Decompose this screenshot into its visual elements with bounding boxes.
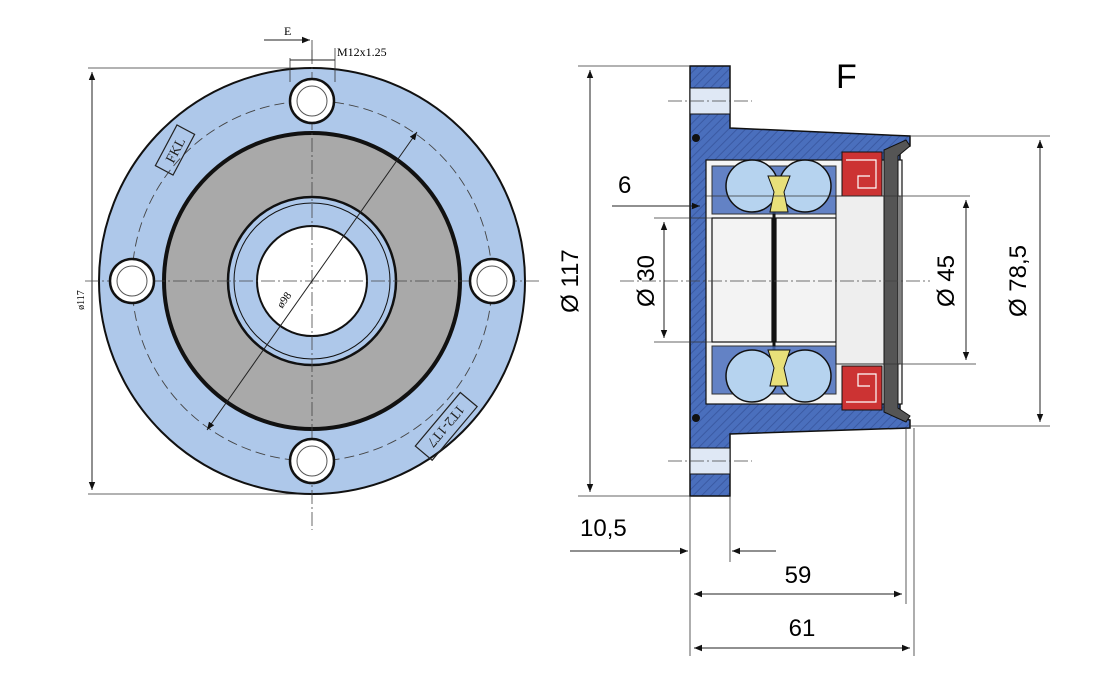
inner-ring-left [711, 217, 773, 343]
label-e: E [284, 24, 291, 38]
view-label: F [836, 58, 857, 96]
dim-785-label: Ø 78,5 [1005, 245, 1032, 317]
ball-top-left [725, 159, 779, 213]
dim-6-label: 6 [618, 172, 631, 199]
front-outer-dia-label: ø117 [76, 290, 87, 310]
bolt-hole-top [288, 77, 336, 125]
dim-59-label: 59 [785, 562, 812, 589]
inner-ring-right [775, 217, 837, 343]
cage-top [767, 175, 791, 213]
seal-top [841, 151, 883, 197]
dim-line-bolt-circle [206, 131, 418, 431]
bolt-hole-right [468, 257, 516, 305]
bolt-hole-left [108, 257, 156, 305]
bolt-hole-bottom [288, 437, 336, 485]
oring-bottom [692, 414, 700, 422]
section-view: F [557, 58, 1050, 656]
dim-117-label: Ø 117 [557, 249, 584, 313]
dim-30-label: Ø 30 [633, 255, 660, 307]
front-view: ø117 ø98 [76, 24, 540, 530]
cage-bottom [767, 349, 791, 387]
dim-45-label: Ø 45 [933, 255, 960, 307]
dim-105-label: 10,5 [580, 515, 627, 542]
dim-61-label: 61 [789, 615, 816, 642]
seal-bottom [841, 365, 883, 411]
label-thread: M12x1.25 [337, 45, 387, 59]
oring-top [692, 134, 700, 142]
